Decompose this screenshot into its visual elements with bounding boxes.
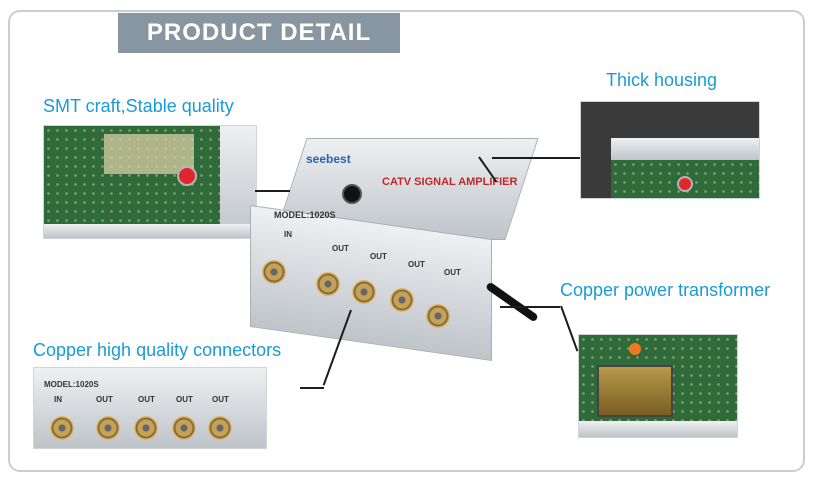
red-switch-icon — [677, 176, 693, 192]
amplifier-device: seebest CATV SIGNAL AMPLIFIER MODEL:1020… — [250, 138, 539, 362]
red-switch-icon — [177, 166, 197, 186]
closeup-out-label: OUT — [212, 395, 229, 404]
connector-icon — [96, 416, 120, 440]
closeup-in-label: IN — [54, 395, 62, 404]
pointer-line — [255, 190, 290, 192]
photo-thick-housing — [580, 101, 760, 199]
photo-connectors-closeup: MODEL:1020S IN OUT OUT OUT OUT — [33, 367, 267, 449]
label-thick-housing: Thick housing — [606, 70, 718, 90]
device-brand: seebest — [306, 152, 351, 166]
photo-smt-pcb — [43, 125, 257, 239]
label-copper-transformer: Copper power transformer — [560, 280, 771, 300]
closeup-model-label: MODEL:1020S — [44, 380, 99, 389]
housing-rim — [611, 138, 759, 160]
closeup-out-label: OUT — [96, 395, 113, 404]
product-detail-banner: PRODUCT DETAIL — [118, 13, 400, 53]
housing-bottom — [44, 224, 256, 238]
photo-copper-transformer — [578, 334, 738, 438]
connector-icon — [208, 416, 232, 440]
connector-icon — [316, 272, 340, 296]
device-title: CATV SIGNAL AMPLIFIER — [382, 176, 518, 188]
connector-icon — [134, 416, 158, 440]
led-icon — [629, 343, 641, 355]
device-out-label: OUT — [332, 244, 349, 253]
device-model: MODEL:1020S — [274, 210, 336, 220]
device-out-label: OUT — [370, 252, 387, 261]
pointer-line — [300, 387, 324, 389]
connector-icon — [50, 416, 74, 440]
pointer-line — [500, 306, 560, 308]
power-led-icon — [342, 184, 362, 204]
transformer-icon — [597, 365, 673, 417]
connector-icon — [390, 288, 414, 312]
closeup-out-label: OUT — [138, 395, 155, 404]
housing-bottom — [579, 421, 737, 437]
pcb-component — [104, 134, 194, 174]
device-in-label: IN — [284, 230, 292, 239]
pointer-line — [492, 157, 580, 159]
label-copper-connectors: Copper high quality connectors — [33, 340, 282, 360]
device-out-label: OUT — [408, 260, 425, 269]
connector-icon — [426, 304, 450, 328]
connector-icon — [262, 260, 286, 284]
label-smt-craft: SMT craft,Stable quality — [43, 96, 234, 116]
connector-icon — [172, 416, 196, 440]
closeup-out-label: OUT — [176, 395, 193, 404]
connector-icon — [352, 280, 376, 304]
device-out-label: OUT — [444, 268, 461, 277]
